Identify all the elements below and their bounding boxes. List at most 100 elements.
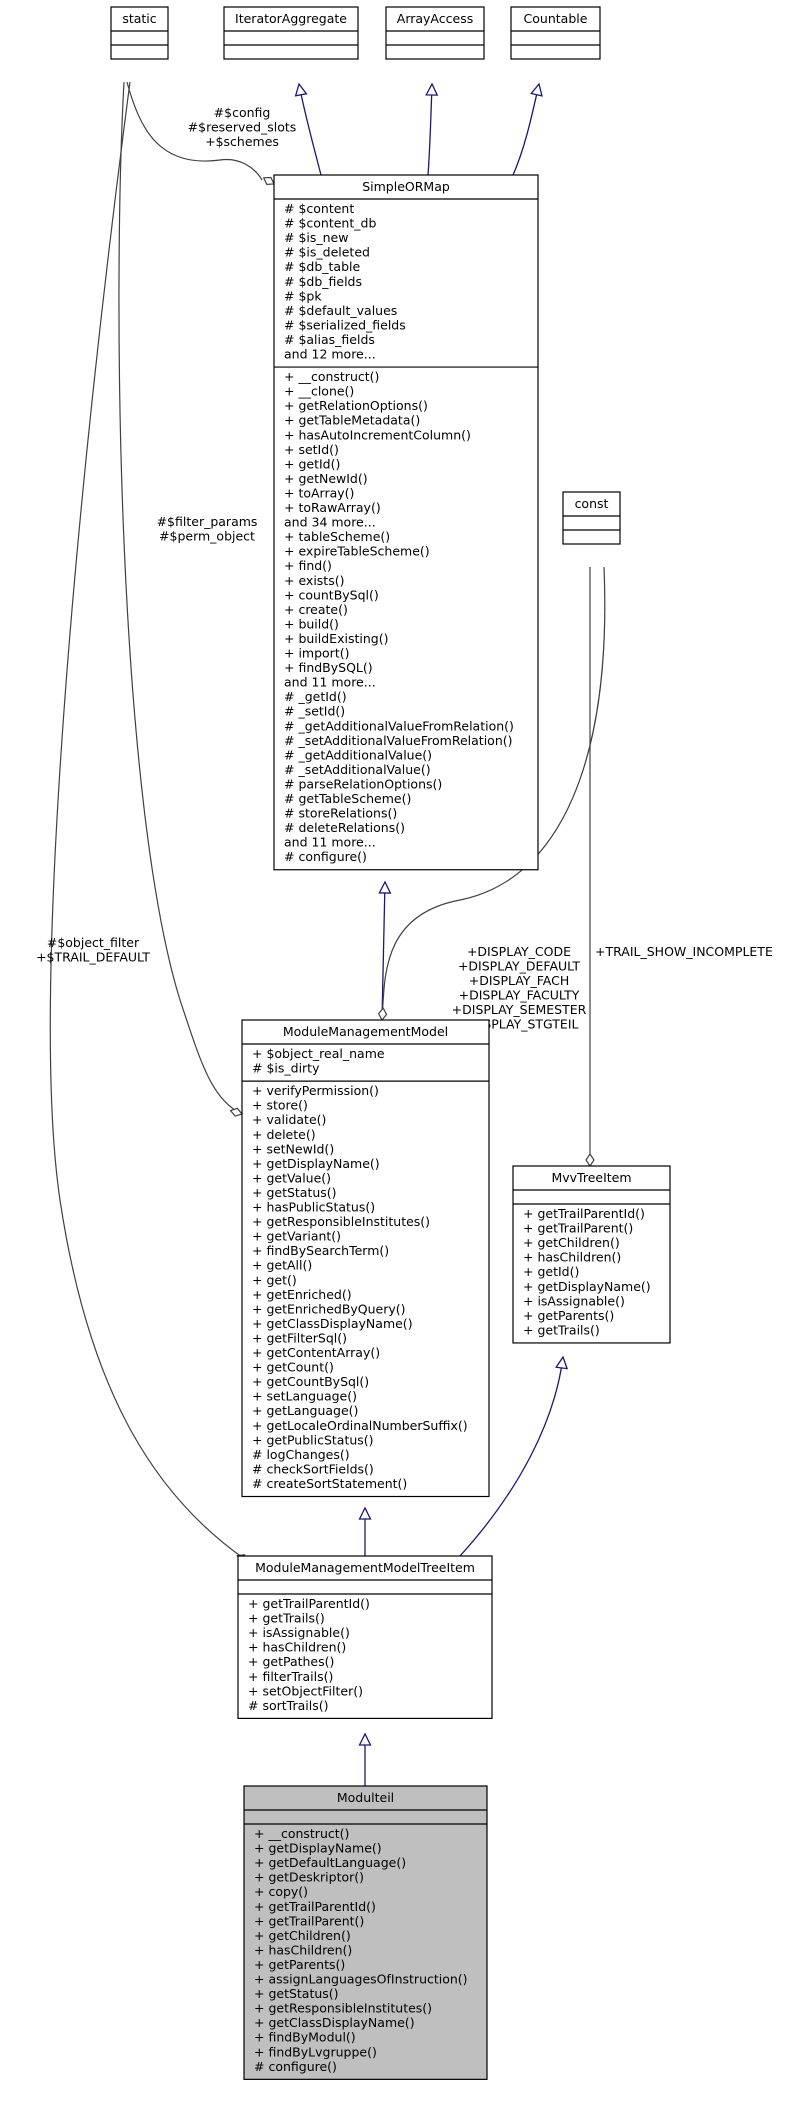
class-method: + getTableMetadata() <box>284 413 420 428</box>
class-method: + getTrailParent() <box>523 1221 633 1236</box>
class-method: + getDefaultLanguage() <box>254 1855 406 1870</box>
class-method: + delete() <box>252 1127 316 1142</box>
class-method: + verifyPermission() <box>252 1083 379 1098</box>
class-name: ModuleManagementModelTreeItem <box>255 1560 475 1575</box>
class-method: + getEnrichedByQuery() <box>252 1301 406 1316</box>
edge-const-mmm <box>381 566 606 1021</box>
class-method: + build() <box>284 616 339 631</box>
aggregation-diamond <box>229 1107 244 1117</box>
class-attribute: # $db_fields <box>284 274 362 289</box>
edge-mmmti-mvvtreeitem <box>459 1356 564 1557</box>
class-box <box>241 1019 490 1498</box>
class-method: # logChanges() <box>252 1447 350 1462</box>
inheritance-arrowhead <box>294 82 308 97</box>
class-method: + findBySearchTerm() <box>252 1243 389 1258</box>
class-method: + get() <box>252 1272 297 1287</box>
class-method: + store() <box>252 1098 308 1113</box>
class-attribute: # $is_deleted <box>284 245 370 260</box>
class-method: + __construct() <box>284 369 379 384</box>
class-method: + getPathes() <box>248 1654 334 1669</box>
class-simpleormap: SimpleORMap # $content# $content_db # $is_… <box>273 174 539 871</box>
edge-simpleormap-arrayaccess <box>427 83 433 176</box>
class-static: static <box>110 6 169 60</box>
class-method: + getTrails() <box>248 1611 325 1626</box>
class-method: and 34 more... <box>284 515 376 530</box>
class-method: + getValue() <box>252 1170 331 1185</box>
class-name: Modulteil <box>337 1790 394 1805</box>
aggregation-diamond <box>585 1152 595 1168</box>
class-method: + hasChildren() <box>248 1640 346 1655</box>
class-method: + buildExisting() <box>284 631 388 646</box>
class-method: + getRelationOptions() <box>284 398 428 413</box>
class-name: ModuleManagementModel <box>283 1024 448 1039</box>
class-method: + getFilterSql() <box>252 1330 347 1345</box>
inheritance-arrowhead <box>378 880 392 894</box>
class-method: + setId() <box>284 442 339 457</box>
class-method: and 11 more... <box>284 675 376 690</box>
diagram-edges <box>49 81 606 1786</box>
class-method: # storeRelations() <box>284 806 397 821</box>
edge-labels: #$config#$reserved_slots+$schemes#$filte… <box>36 105 773 1032</box>
class-modulteil: Modulteil+ __construct()+ getDisplayName… <box>243 1785 488 2080</box>
class-method: # createSortStatement() <box>252 1476 407 1491</box>
class-method: # checkSortFields() <box>252 1461 374 1476</box>
class-name: SimpleORMap <box>362 179 450 194</box>
class-method: + toArray() <box>284 485 354 500</box>
class-box <box>110 6 169 60</box>
class-method: + getStatus() <box>252 1185 337 1200</box>
class-box <box>562 491 621 545</box>
edge-mmm-simpleormap <box>381 881 386 1021</box>
class-box <box>243 1785 488 2080</box>
class-method: + getClassDisplayName() <box>252 1316 413 1331</box>
class-method: + copy() <box>254 1884 308 1899</box>
class-method: + toRawArray() <box>284 500 381 515</box>
class-method: + getNewId() <box>284 471 368 486</box>
edge-simpleormap-iteratoraggregate <box>298 83 322 176</box>
edge-label: #$config <box>214 105 271 120</box>
aggregation-diamond <box>262 176 275 185</box>
class-method: + getResponsibleInstitutes() <box>254 2001 432 2016</box>
class-method: + getStatus() <box>254 1986 339 2001</box>
class-method: + import() <box>284 646 349 661</box>
class-method: + assignLanguagesOfInstruction() <box>254 1972 468 1987</box>
diagram-arrowheads <box>229 82 595 1746</box>
class-method: + tableScheme() <box>284 529 390 544</box>
class-box <box>273 174 539 871</box>
class-name: static <box>122 11 156 26</box>
class-attribute: # $alias_fields <box>284 332 375 347</box>
class-method: + getLanguage() <box>252 1403 358 1418</box>
class-attribute: # $content_db <box>284 216 376 231</box>
class-const: const <box>562 491 621 545</box>
class-method: + isAssignable() <box>523 1293 625 1308</box>
edge-label: +DISPLAY_FACH <box>469 973 569 988</box>
edge-label: +DISPLAY_SEMESTER <box>452 1002 587 1017</box>
class-method: # _getAdditionalValue() <box>284 747 432 762</box>
inheritance-arrowhead <box>555 1355 569 1370</box>
class-method: + countBySql() <box>284 587 379 602</box>
class-attribute: # $content <box>284 201 354 216</box>
class-attribute: # $is_dirty <box>252 1061 320 1076</box>
class-method: + getCountBySql() <box>252 1374 369 1389</box>
class-countable: Countable <box>510 6 601 60</box>
class-box <box>512 1165 671 1344</box>
class-attribute: and 12 more... <box>284 347 376 362</box>
class-method: + getAll() <box>252 1258 312 1273</box>
edge-label: +$schemes <box>205 134 279 149</box>
class-method: + getChildren() <box>523 1235 620 1250</box>
edge-simpleormap-countable <box>512 83 540 176</box>
class-mvv: MvvTreeItem+ getTrailParentId()+ getTrai… <box>512 1165 671 1344</box>
class-method: + __clone() <box>284 384 354 399</box>
class-method: # configure() <box>284 849 367 864</box>
class-method: + hasChildren() <box>254 1942 352 1957</box>
class-method: + hasAutoIncrementColumn() <box>284 427 471 442</box>
edge-label: #$perm_object <box>159 529 255 544</box>
class-method: + getCount() <box>252 1360 334 1375</box>
class-attribute: # $db_table <box>284 259 360 274</box>
edge-label: #$filter_params <box>157 514 258 529</box>
class-method: + getId() <box>523 1264 579 1279</box>
class-box <box>237 1555 493 1719</box>
class-method: + getPublicStatus() <box>252 1432 374 1447</box>
class-method: + getLocaleOrdinalNumberSuffix() <box>252 1418 468 1433</box>
class-method: + getDisplayName() <box>252 1156 380 1171</box>
class-method: # _getAdditionalValueFromRelation() <box>284 718 514 733</box>
